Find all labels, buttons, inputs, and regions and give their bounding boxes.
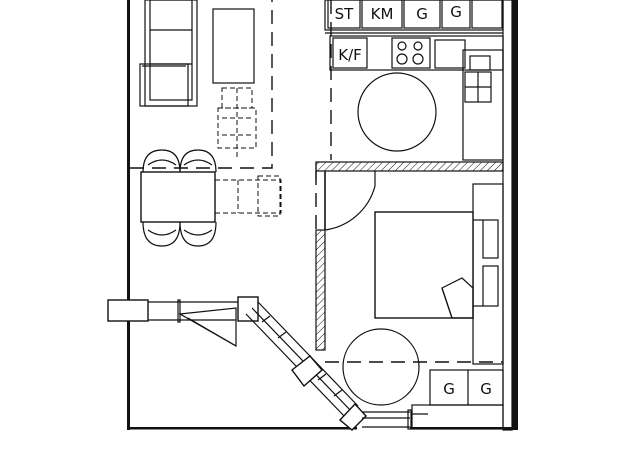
sofa [139,0,198,107]
bedroom-wall [315,161,504,351]
dining-extension-dashed [214,175,282,217]
kitchen-counter [324,0,504,34]
label-kf: K/F [338,46,362,64]
rug-dashed [130,0,273,169]
kitchen-side-counter [462,49,504,161]
kitchen-round-rug [357,72,437,152]
bedroom-round-rug [342,328,420,406]
dining-chairs [142,149,217,247]
kitchen-cooktop-row: K/F [329,35,504,71]
dining-table [140,171,216,223]
bed [374,211,499,319]
bay-window [107,296,504,431]
label-st: ST [335,5,355,23]
kitchen-labels-top: ST KM G G [335,3,462,23]
label-km: KM [371,5,394,23]
label-g3: G [443,380,455,398]
armchair-dashed [217,87,257,158]
bedroom-cabinets: G G [429,369,504,406]
label-g4: G [480,380,492,398]
coffee-table [212,8,255,84]
label-g1: G [416,5,428,23]
bedroom-door [315,171,376,231]
label-g2: G [450,3,462,21]
